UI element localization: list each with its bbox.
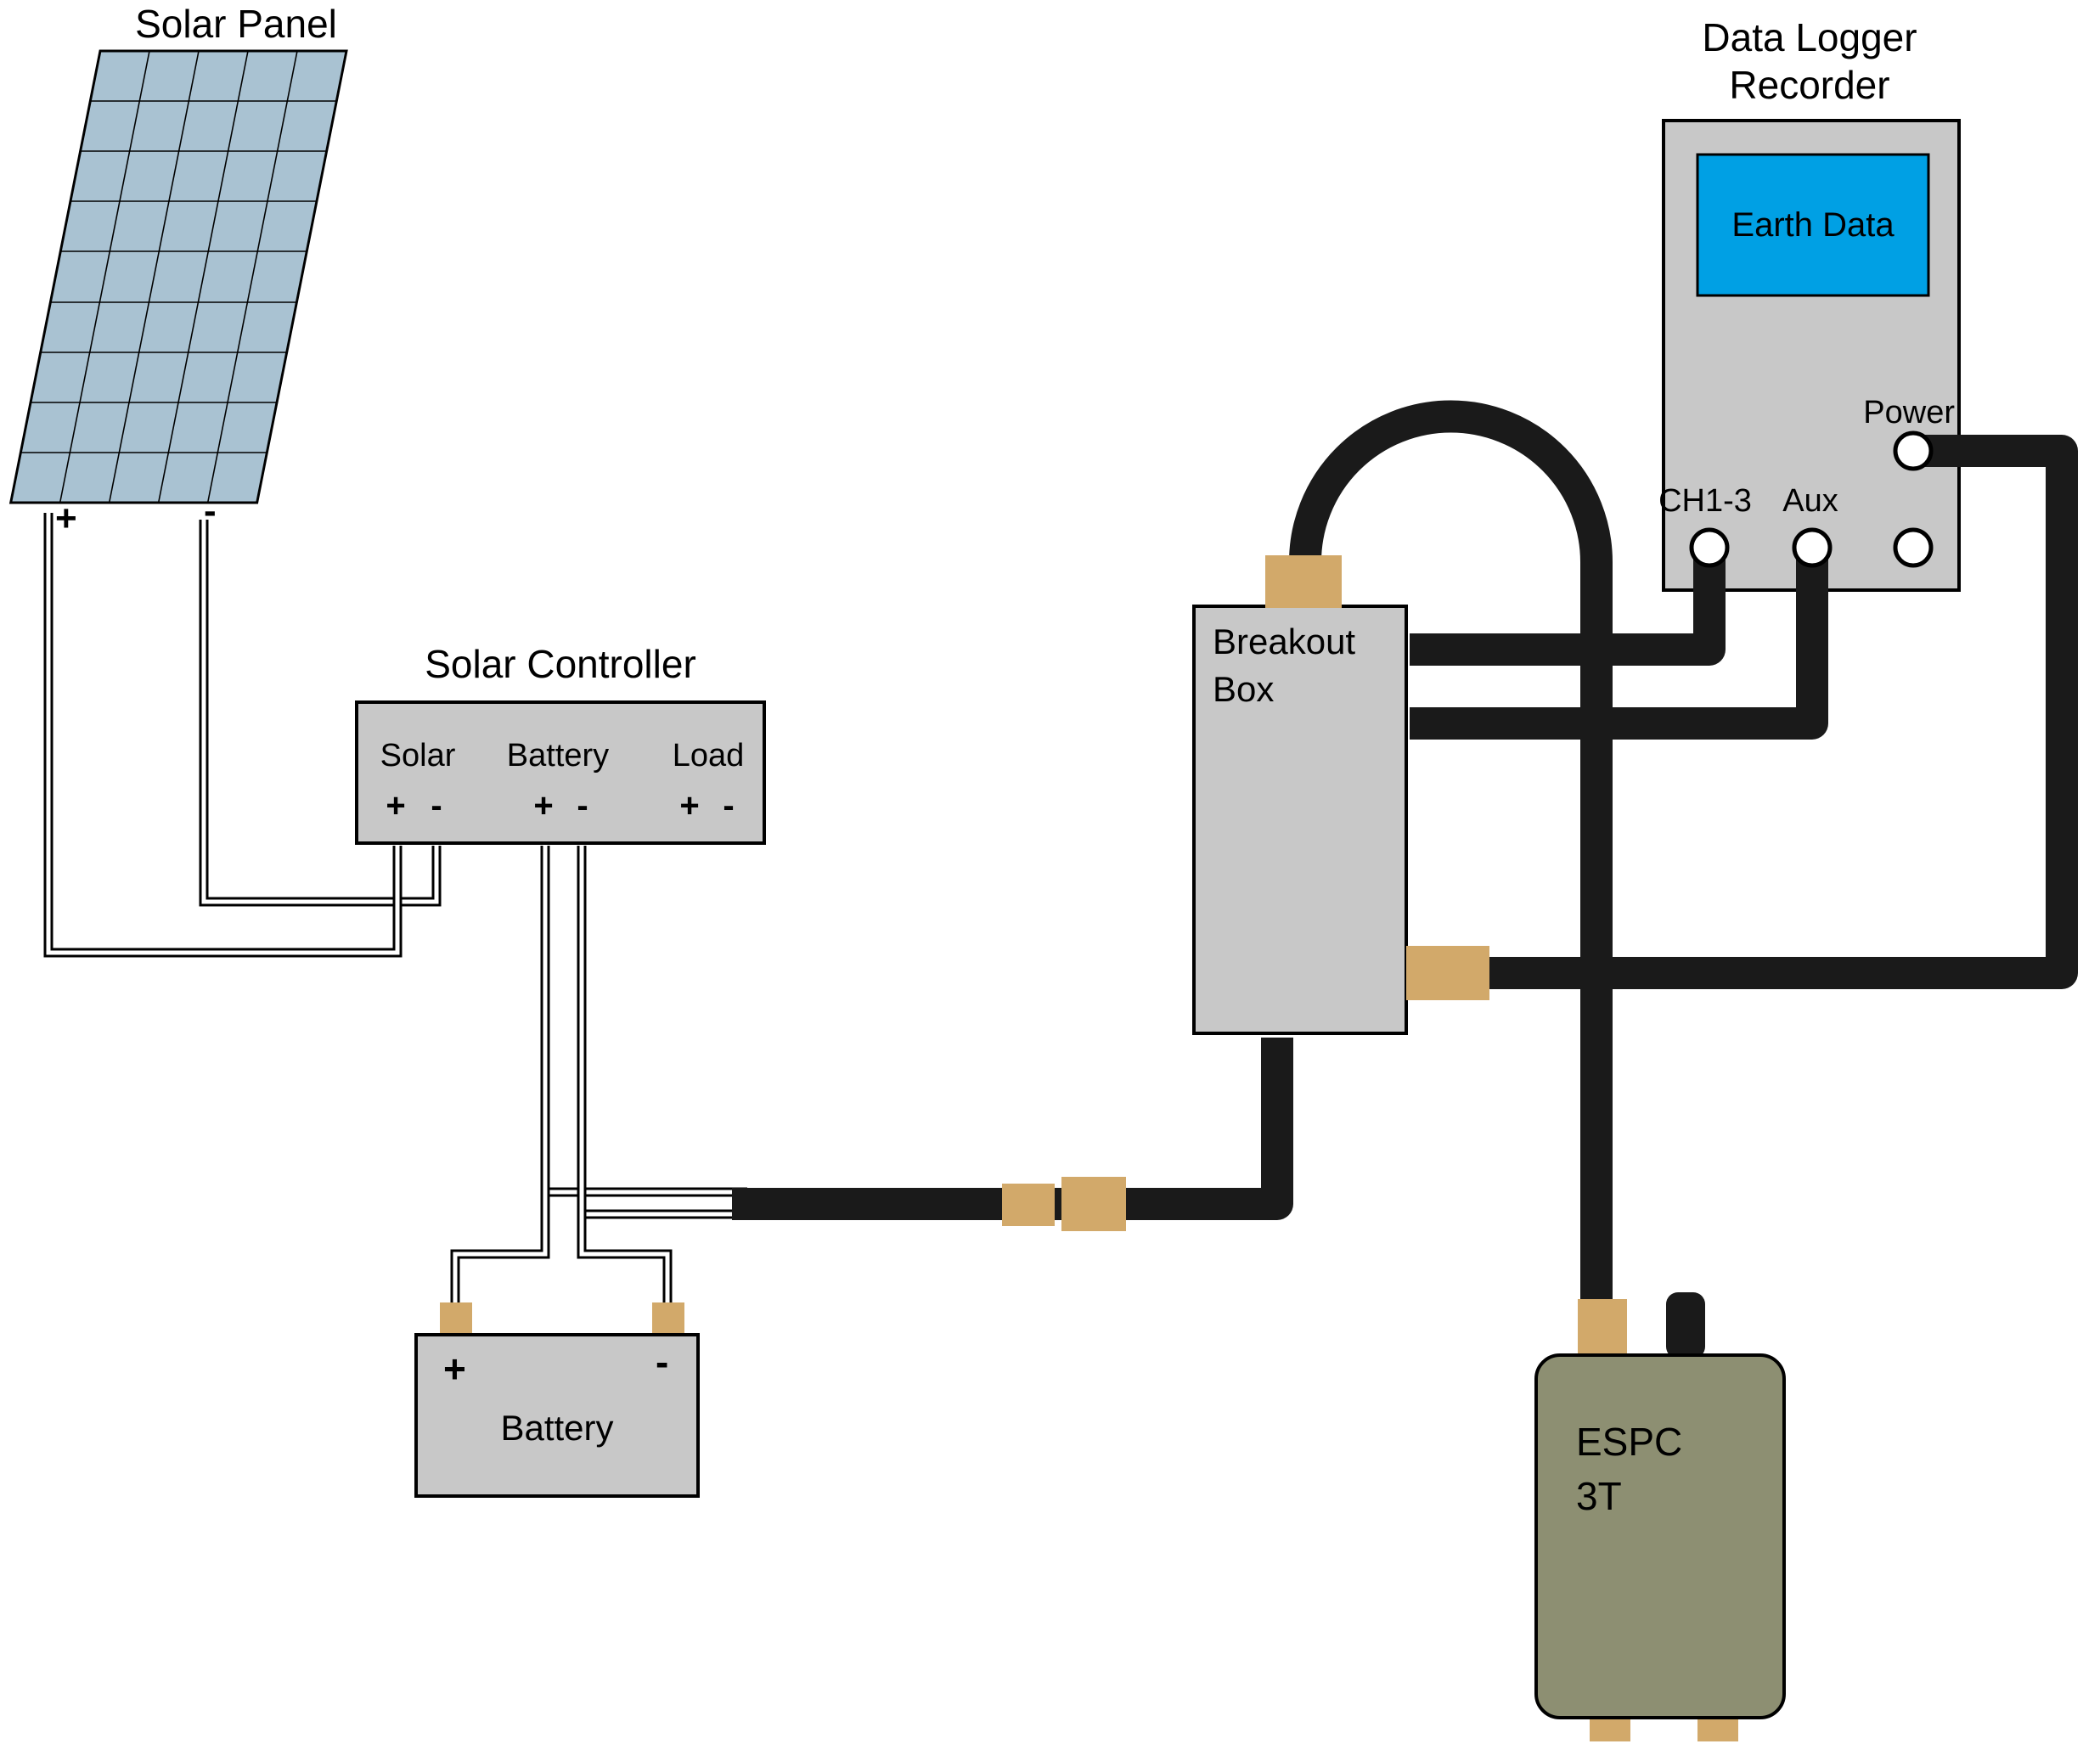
power-port <box>1893 430 1934 471</box>
ch1-3-port <box>1689 527 1730 568</box>
breakout-to-espc-cable <box>1289 400 1613 1309</box>
controller-load-label: Load <box>673 738 745 774</box>
controller-load-minus: - <box>723 787 734 824</box>
panel-plus-wire <box>43 513 403 958</box>
battery-plus-post <box>440 1302 472 1338</box>
controller-battery-plus: + <box>533 787 553 824</box>
ch1-3-cable <box>1410 552 1726 666</box>
spare-port <box>1893 527 1934 568</box>
battery-plus-wire-core <box>453 846 548 1312</box>
grid-line <box>157 51 249 503</box>
data-logger-screen <box>1696 153 1930 297</box>
controller-solar-label: Solar <box>380 738 456 774</box>
battery-minus-post <box>652 1302 684 1338</box>
controller-load-plus: + <box>679 787 699 824</box>
breakout-box: Breakout Box <box>1192 555 1408 1035</box>
battery-body <box>414 1333 700 1498</box>
controller-battery-label: Battery <box>507 738 609 774</box>
espc-body <box>1534 1353 1786 1719</box>
aux-cable <box>1410 552 1828 740</box>
espc-label-line1: ESPC <box>1576 1420 1682 1464</box>
aux-port <box>1792 527 1833 568</box>
battery-plus-wire <box>450 846 550 1312</box>
panel-plus-terminal-label: + <box>55 498 77 539</box>
solar-controller-title: Solar Controller <box>425 642 696 686</box>
screen-text: Earth Data <box>1731 206 1895 244</box>
solar-panel-title: Solar Panel <box>135 2 337 46</box>
grid-line <box>108 51 200 503</box>
espc-bottom-connector-1 <box>1590 1716 1630 1741</box>
panel-plus-wire-core <box>46 513 400 955</box>
solar-panel: Solar Panel + - <box>8 2 348 539</box>
panel-grid <box>20 51 337 503</box>
data-logger-title-line1: Data Logger <box>1702 15 1917 59</box>
aux-label: Aux <box>1782 483 1838 519</box>
data-logger: Data Logger Recorder Earth Data Power CH… <box>1658 15 1961 592</box>
panel-minus-wire-core <box>201 520 439 904</box>
controller-battery-minus: - <box>577 787 588 824</box>
power-cable <box>1486 435 2078 989</box>
solar-controller-body <box>355 700 766 845</box>
breakout-right-connector <box>1406 946 1489 1000</box>
battery-minus-wire-core <box>579 846 670 1312</box>
load-to-breakout-cable <box>732 1038 1293 1220</box>
solar-controller: Solar Controller Solar Battery Load + - … <box>355 642 766 845</box>
data-logger-ports <box>1689 430 1934 568</box>
port-cables <box>1410 435 2078 989</box>
breakout-top-connector <box>1265 555 1342 608</box>
power-label: Power <box>1863 395 1955 430</box>
thin-wires <box>43 513 747 1312</box>
battery-plus-label: + <box>443 1347 466 1391</box>
inline-connector-1 <box>1002 1184 1055 1226</box>
thick-cables <box>732 400 1613 1309</box>
breakout-title-line2: Box <box>1213 669 1274 709</box>
breakout-box-body <box>1192 605 1408 1035</box>
espc-knob <box>1666 1292 1705 1359</box>
espc-label-line2: 3T <box>1576 1474 1622 1518</box>
inline-connector-2 <box>1061 1177 1126 1231</box>
battery: + - Battery <box>414 1302 700 1498</box>
data-logger-title-line2: Recorder <box>1729 63 1889 107</box>
solar-panel-graphic <box>8 49 348 504</box>
espc-3t: ESPC 3T <box>1534 1292 1786 1741</box>
grid-line <box>206 51 298 503</box>
battery-minus-wire <box>577 846 673 1312</box>
controller-solar-plus: + <box>386 787 405 824</box>
espc-bottom-connector-2 <box>1697 1716 1738 1741</box>
solar-panel-body <box>8 49 348 504</box>
breakout-title-line1: Breakout <box>1213 622 1355 661</box>
espc-top-connector <box>1578 1299 1627 1359</box>
controller-solar-minus: - <box>431 787 442 824</box>
ch1-3-label: CH1-3 <box>1658 483 1752 519</box>
battery-minus-label: - <box>656 1340 668 1384</box>
battery-title: Battery <box>500 1408 613 1448</box>
grid-line <box>59 51 150 503</box>
